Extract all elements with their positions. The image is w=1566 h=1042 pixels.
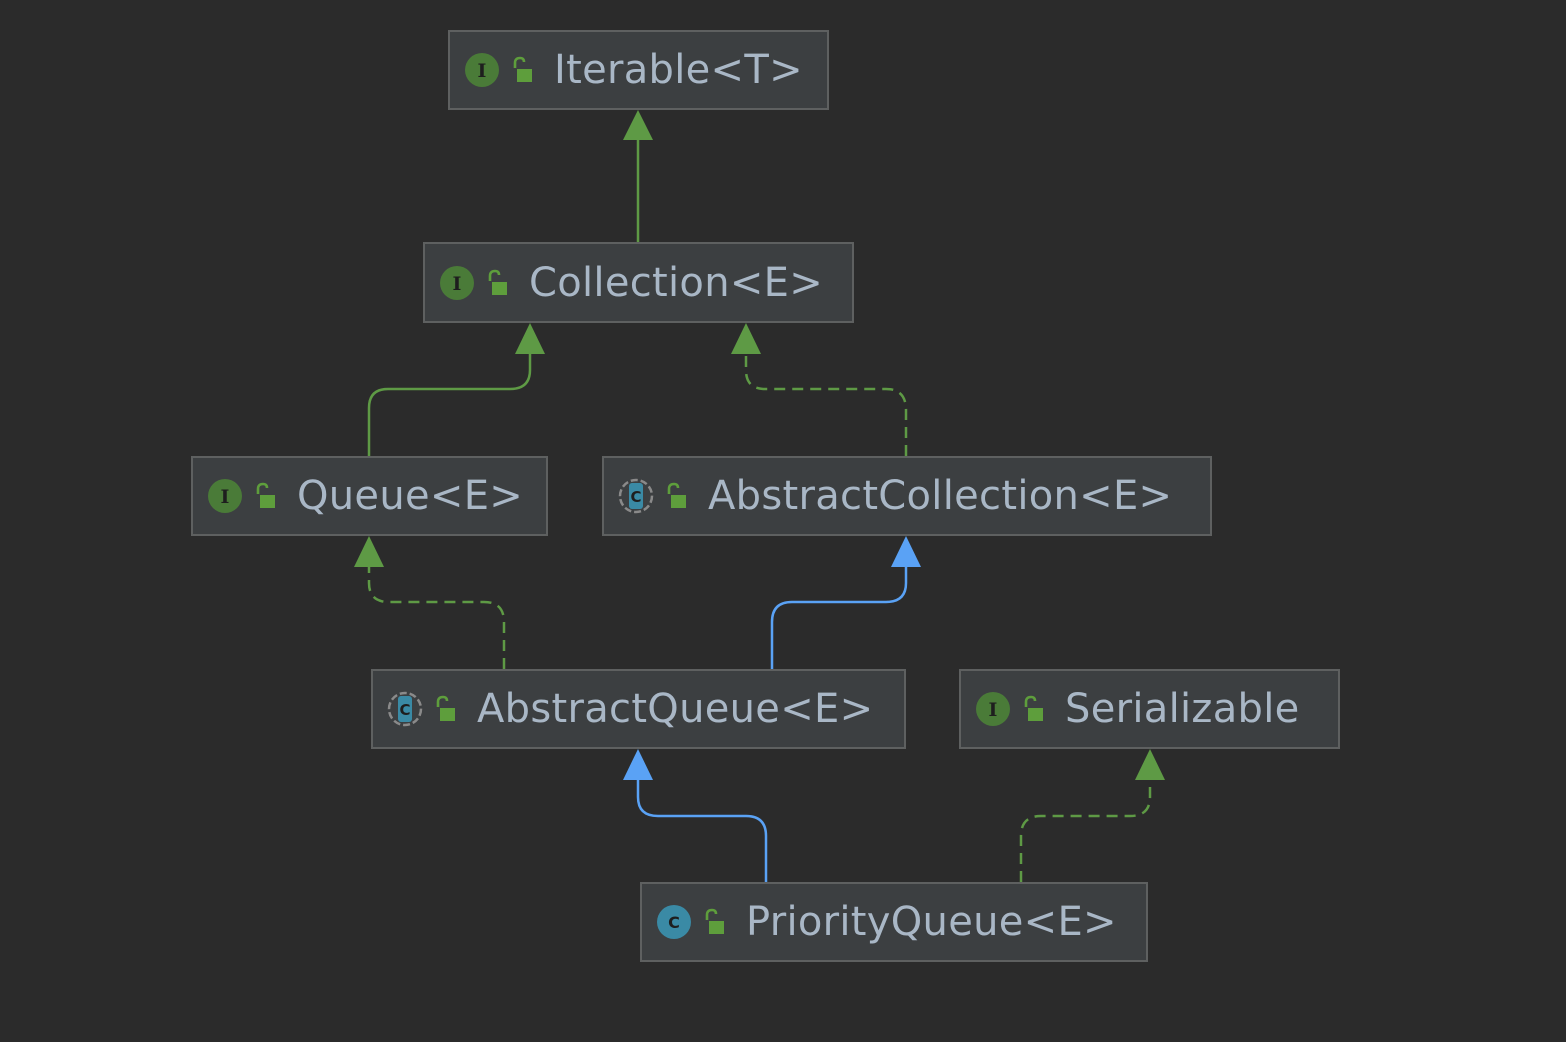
node-label: AbstractCollection<E> (708, 473, 1173, 519)
public-lock-icon (488, 269, 507, 295)
arrowhead (623, 110, 653, 140)
svg-text:C: C (668, 913, 680, 932)
abstract-class-icon: C (387, 691, 423, 727)
node-label: AbstractQueue<E> (477, 686, 874, 732)
public-lock-icon (513, 56, 532, 82)
node-icons: I (975, 691, 1045, 727)
node-abstract-queue[interactable]: C AbstractQueue<E> (371, 669, 906, 749)
edge-abstractcollection-to-collection (731, 323, 908, 456)
svg-text:I: I (989, 699, 998, 721)
public-lock-icon (436, 695, 455, 721)
interface-icon: I (208, 479, 242, 513)
node-iterable[interactable]: I Iterable<T> (448, 30, 829, 110)
svg-text:I: I (453, 273, 462, 295)
node-label: PriorityQueue<E> (746, 899, 1117, 945)
public-lock-icon (667, 482, 686, 508)
public-lock-icon (256, 482, 275, 508)
edge-abstractqueue-to-abstractcollection (770, 536, 921, 669)
class-icon: C (657, 905, 691, 939)
arrowhead (515, 323, 545, 354)
svg-text:I: I (478, 60, 487, 82)
arrowhead (354, 536, 384, 567)
node-queue[interactable]: I Queue<E> (191, 456, 548, 536)
node-abstract-collection[interactable]: C AbstractCollection<E> (602, 456, 1212, 536)
node-label: Collection<E> (529, 259, 824, 306)
arrowhead (1135, 749, 1165, 780)
arrowhead (623, 749, 653, 780)
node-collection[interactable]: I Collection<E> (423, 242, 854, 323)
node-icons: C (387, 691, 457, 727)
node-icons: C (618, 478, 688, 514)
node-label: Serializable (1065, 686, 1300, 732)
node-icons: I (464, 52, 534, 88)
edge-priorityqueue-to-serializable (1019, 749, 1165, 882)
svg-text:I: I (221, 486, 230, 508)
node-label: Queue<E> (297, 473, 524, 519)
edge-queue-to-collection (367, 323, 545, 456)
interface-icon: I (440, 265, 474, 300)
arrowhead (731, 323, 761, 354)
interface-icon: I (976, 692, 1010, 726)
public-lock-icon (705, 908, 724, 934)
edge-abstractqueue-to-queue (354, 536, 506, 669)
abstract-class-icon: C (618, 478, 654, 514)
interface-icon: I (465, 53, 499, 87)
svg-text:C: C (630, 488, 641, 506)
node-serializable[interactable]: I Serializable (959, 669, 1340, 749)
edge-priorityqueue-to-abstractqueue (623, 749, 768, 882)
svg-text:C: C (399, 701, 410, 719)
arrowhead (891, 536, 921, 567)
node-icons: C (656, 904, 726, 940)
node-priority-queue[interactable]: C PriorityQueue<E> (640, 882, 1148, 962)
node-label: Iterable<T> (554, 47, 803, 93)
node-icons: I (439, 265, 509, 301)
node-icons: I (207, 478, 277, 514)
edge-collection-to-iterable (623, 110, 653, 242)
public-lock-icon (1024, 695, 1043, 721)
